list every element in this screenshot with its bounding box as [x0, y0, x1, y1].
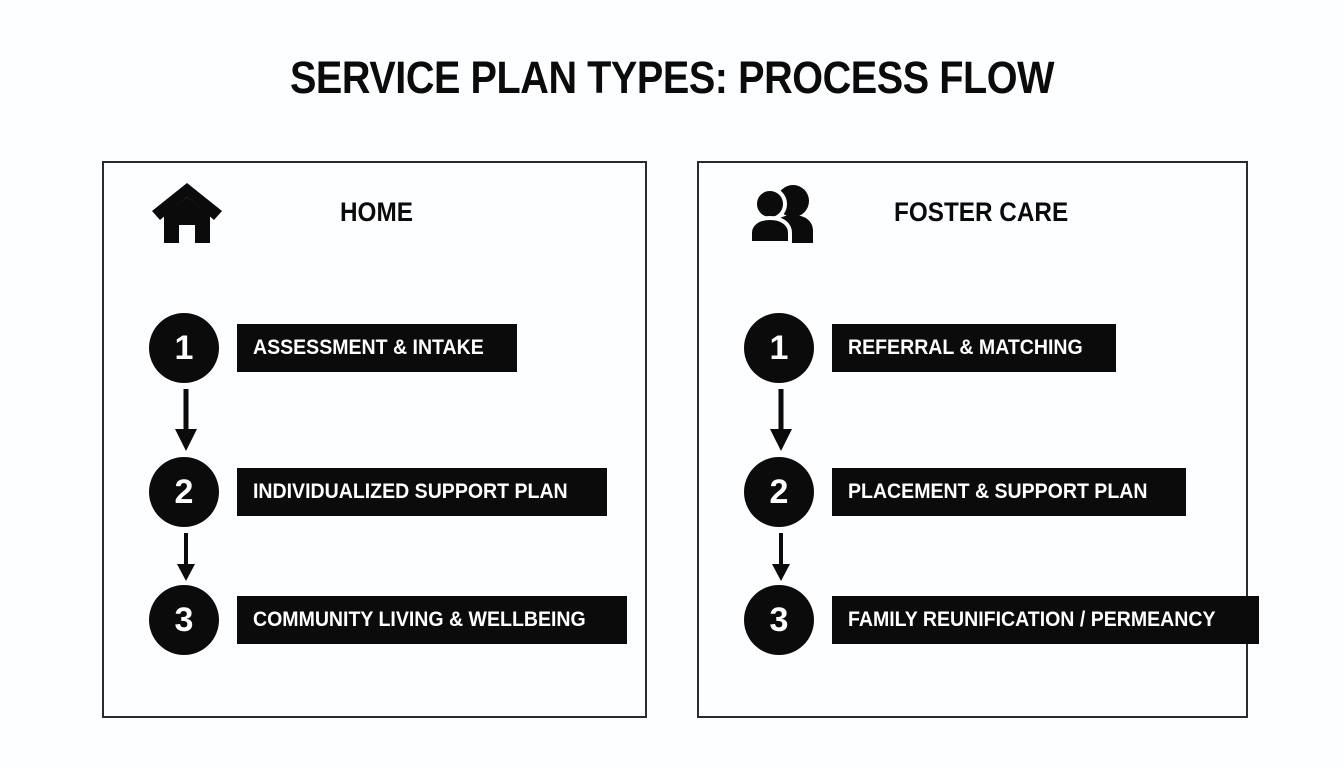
step-row: 2 PLACEMENT & SUPPORT PLAN [699, 457, 1246, 527]
step-number-badge: 3 [149, 585, 219, 655]
step-label: REFERRAL & MATCHING [832, 324, 1117, 372]
step-label-text: PLACEMENT & SUPPORT PLAN [848, 480, 1148, 503]
page-title: SERVICE PLAN TYPES: PROCESS FLOW [289, 52, 1055, 103]
people-icon [745, 181, 819, 245]
panel-foster-header: FOSTER CARE [699, 163, 1246, 263]
down-arrow-icon [767, 389, 795, 451]
step-row: 3 FAMILY REUNIFICATION / PERMEANCY [699, 585, 1260, 655]
panel-home-header: HOME [104, 163, 645, 263]
step-label: INDIVIDUALIZED SUPPORT PLAN [237, 468, 608, 516]
step-label: ASSESSMENT & INTAKE [237, 324, 518, 372]
step-label: PLACEMENT & SUPPORT PLAN [832, 468, 1187, 516]
step-row: 1 ASSESSMENT & INTAKE [104, 313, 645, 383]
step-label-text: INDIVIDUALIZED SUPPORT PLAN [253, 480, 568, 503]
step-number-badge: 3 [744, 585, 814, 655]
step-row: 2 INDIVIDUALIZED SUPPORT PLAN [104, 457, 645, 527]
down-arrow-icon [172, 533, 200, 581]
step-row: 1 REFERRAL & MATCHING [699, 313, 1246, 383]
down-arrow-icon [767, 533, 795, 581]
down-arrow-icon [172, 389, 200, 451]
step-label-text: ASSESSMENT & INTAKE [253, 336, 484, 359]
step-label: FAMILY REUNIFICATION / PERMEANCY [832, 596, 1260, 644]
step-label-text: REFERRAL & MATCHING [848, 336, 1083, 359]
step-number-badge: 1 [744, 313, 814, 383]
step-label-text: FAMILY REUNIFICATION / PERMEANCY [848, 608, 1216, 631]
panel-home-title: HOME [340, 197, 413, 227]
step-label: COMMUNITY LIVING & WELLBEING [237, 596, 627, 644]
step-row: 3 COMMUNITY LIVING & WELLBEING [104, 585, 645, 655]
step-number-badge: 1 [149, 313, 219, 383]
panel-foster: FOSTER CARE 1 REFERRAL & MATCHING 2 PLAC… [697, 161, 1260, 718]
panel-home-steps: 1 ASSESSMENT & INTAKE 2 INDIVIDUALIZED S… [104, 163, 645, 716]
step-label-text: COMMUNITY LIVING & WELLBEING [253, 608, 586, 631]
step-number-badge: 2 [744, 457, 814, 527]
panel-home: HOME 1 ASSESSMENT & INTAKE 2 INDIVIDUALI… [102, 161, 647, 718]
panel-foster-steps: 1 REFERRAL & MATCHING 2 PLACEMENT & SUPP… [699, 163, 1260, 716]
step-number-badge: 2 [149, 457, 219, 527]
home-icon [150, 181, 224, 245]
panel-foster-title: FOSTER CARE [894, 197, 1069, 227]
